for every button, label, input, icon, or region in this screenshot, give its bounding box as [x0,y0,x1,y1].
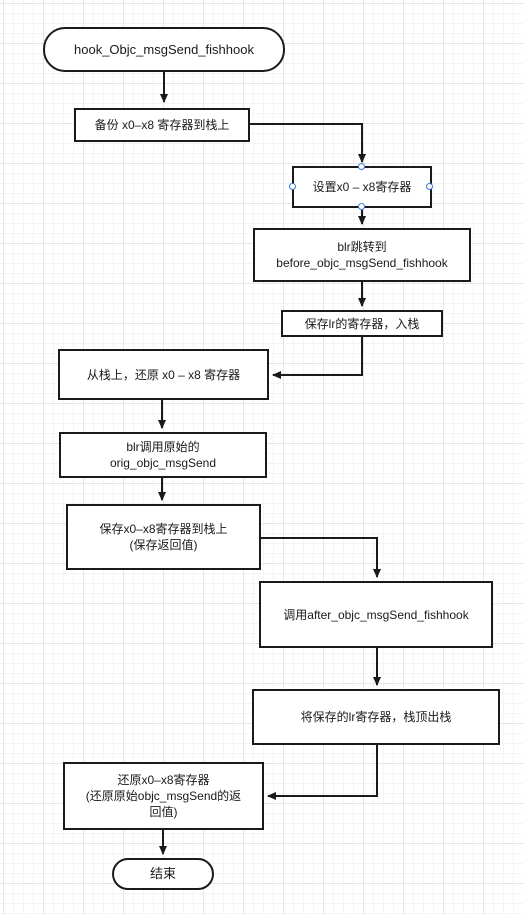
save-return-value-node[interactable]: 保存x0–x8寄存器到栈上 (保存返回值) [66,504,261,570]
restore-return-value-node[interactable]: 还原x0–x8寄存器 (还原原始objc_msgSend的返 回值) [63,762,264,830]
end-node[interactable]: 结束 [112,858,214,890]
selection-handle-bottom[interactable] [358,203,365,210]
set-registers-node[interactable]: 设置x0 – x8寄存器 [292,166,432,208]
selection-handle-right[interactable] [426,183,433,190]
blr-before-node[interactable]: blr跳转到 before_objc_msgSend_fishhook [253,228,471,282]
edge-save-ret-to-call-after [260,537,381,578]
backup-registers-node[interactable]: 备份 x0–x8 寄存器到栈上 [74,108,250,142]
blr-orig-node[interactable]: blr调用原始的 orig_objc_msgSend [59,432,267,478]
edge-save-lr-to-restore1 [272,336,363,379]
start-node[interactable]: hook_Objc_msgSend_fishhook [43,27,285,72]
edge-backup-to-set [249,123,366,163]
call-after-node[interactable]: 调用after_objc_msgSend_fishhook [259,581,493,648]
edge-pop-lr-to-restore2 [267,745,378,800]
selection-handle-left[interactable] [289,183,296,190]
restore-registers-node[interactable]: 从栈上，还原 x0 – x8 寄存器 [58,349,269,400]
pop-lr-node[interactable]: 将保存的lr寄存器，栈顶出栈 [252,689,500,745]
selection-handle-top[interactable] [358,163,365,170]
save-lr-node[interactable]: 保存lr的寄存器，入栈 [281,310,443,337]
